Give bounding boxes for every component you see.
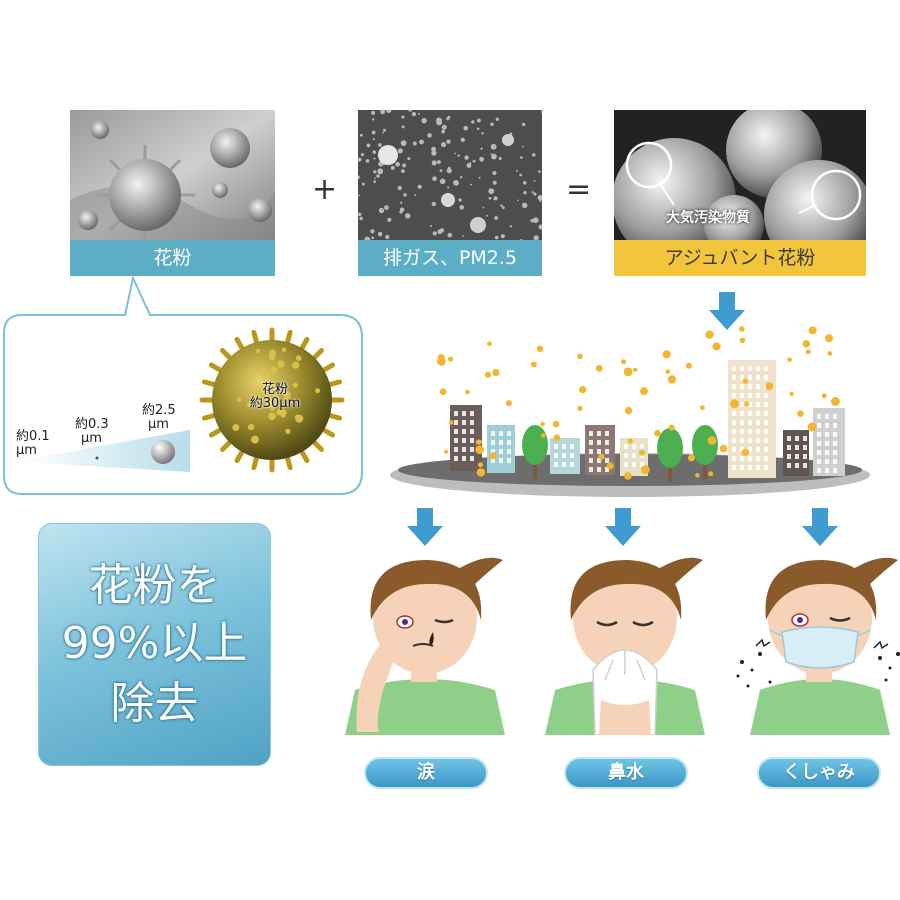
adjuvant-pollen-caption: アジュバント花粉 (614, 240, 866, 276)
pollen-removal-claim: 花粉を 99%以上 除去 (38, 523, 271, 766)
symptom-runny-nose-badge: 鼻水 (564, 757, 688, 789)
exhaust-pm25-micrograph (358, 110, 542, 248)
claim-line-1: 花粉を (88, 560, 221, 611)
exhaust-caption: 排ガス、PM2.5 (358, 240, 542, 276)
woman-tearing-illustration (345, 557, 505, 735)
symptom-tears-badge: 涙 (364, 757, 488, 789)
adjuvant-pollen-micrograph: 大気汚染物質 (614, 110, 866, 248)
down-arrow-icon (407, 508, 443, 546)
plus-sign: + (312, 172, 338, 207)
polluted-city-illustration (390, 326, 870, 497)
size-comparison-bubble (3, 274, 363, 495)
woman-runny-nose-illustration (545, 557, 705, 735)
pollutant-annotation: 大気汚染物質 (666, 210, 750, 226)
down-arrow-icon (802, 508, 838, 546)
pollen-micrograph (70, 110, 275, 248)
claim-line-2: 99%以上 (61, 618, 248, 669)
pollen-caption: 花粉 (70, 240, 275, 276)
size-label-pollen-30um: 花粉約30μm (249, 382, 301, 411)
equals-sign: = (566, 172, 592, 207)
down-arrow-icon (605, 508, 641, 546)
claim-line-3: 除去 (110, 678, 199, 729)
symptom-sneezing-badge: くしゃみ (757, 757, 881, 789)
woman-sneezing-illustration (736, 557, 900, 735)
down-arrow-icon (709, 292, 745, 330)
